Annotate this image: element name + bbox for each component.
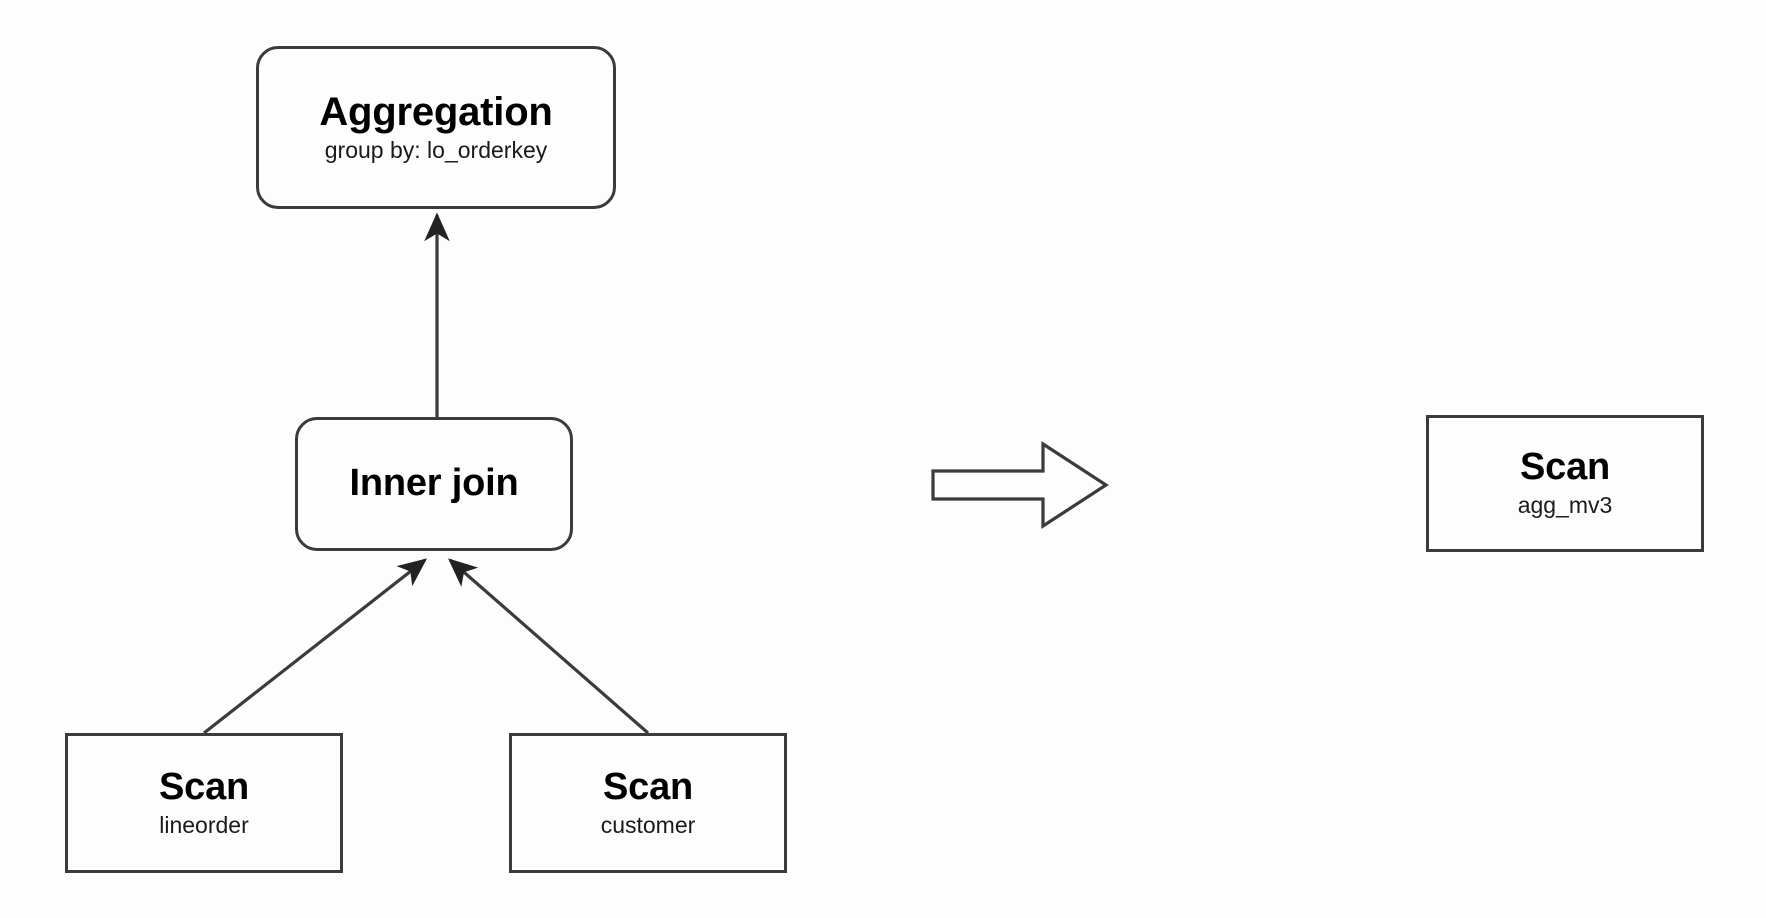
node-scan-agg-mv3[interactable]: Scan agg_mv3 <box>1426 415 1704 552</box>
node-inner-join[interactable]: Inner join <box>295 417 573 551</box>
node-scan-agg-mv3-title: Scan <box>1519 446 1611 489</box>
node-inner-join-title: Inner join <box>349 462 519 505</box>
node-scan-customer[interactable]: Scan customer <box>509 733 787 873</box>
edge-scan-lineorder-to-innerjoin <box>203 558 428 735</box>
edge-scan-customer-to-innerjoin <box>448 558 650 735</box>
node-scan-customer-title: Scan <box>602 765 694 808</box>
node-aggregation[interactable]: Aggregation group by: lo_orderkey <box>256 46 616 209</box>
node-aggregation-title: Aggregation <box>319 90 553 135</box>
node-scan-customer-subtitle: customer <box>600 811 696 838</box>
node-scan-lineorder-title: Scan <box>158 765 250 808</box>
right-block-arrow-icon <box>931 441 1109 529</box>
node-scan-lineorder[interactable]: Scan lineorder <box>65 733 343 873</box>
node-scan-agg-mv3-subtitle: agg_mv3 <box>1517 492 1613 519</box>
node-aggregation-subtitle: group by: lo_orderkey <box>324 137 548 164</box>
node-scan-lineorder-subtitle: lineorder <box>159 811 249 838</box>
